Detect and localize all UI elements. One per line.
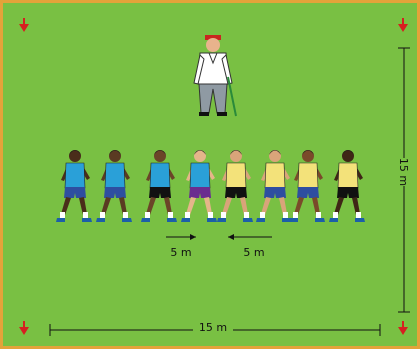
- gap-label-left: 5 m: [170, 246, 191, 259]
- gap-label-right: 5 m: [243, 246, 264, 259]
- height-label: 15 m: [397, 158, 410, 186]
- width-label: 15 m: [199, 321, 227, 334]
